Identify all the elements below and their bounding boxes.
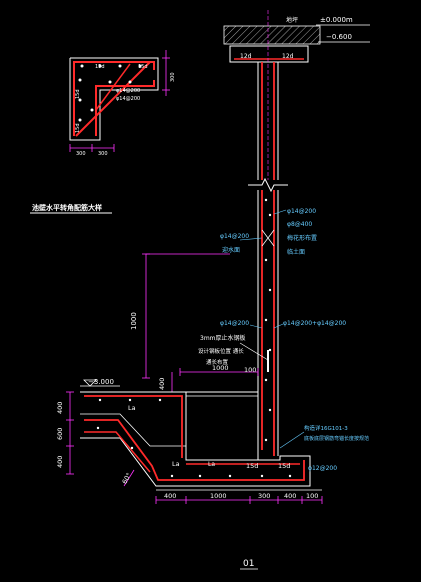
- rebar-left-note: 迎水面: [222, 246, 240, 254]
- dim-1000-mid: 1000: [212, 364, 229, 372]
- elevation-3000-text: −3.000: [88, 378, 114, 386]
- ground-slab-hatch: [223, 25, 321, 45]
- bottom-dim-4: 100: [306, 492, 318, 500]
- bottom-dim-1: 1000: [210, 492, 227, 500]
- anchor-note-leader: [279, 431, 305, 449]
- steel-plate-label: 3mm厚止水钢板: [200, 334, 246, 342]
- anchor-note-1: 构造详16G101-3: [304, 424, 348, 432]
- rebar-top-2: φ8@400: [287, 221, 312, 228]
- dim-1000-vertical: 1000: [130, 312, 138, 330]
- corner-rebar-diag-1: [75, 61, 151, 137]
- corner-label-rebar-2: φ14@200: [116, 96, 140, 102]
- base-rebar-top: [84, 395, 183, 458]
- pit-box: [185, 391, 259, 461]
- rebar-mid-left: φ14@200: [220, 320, 249, 327]
- elevation-neg: −0.600: [326, 33, 352, 41]
- base-outline-upper: [80, 413, 186, 447]
- rebar-top-note-1: 梅花形布置: [287, 234, 317, 242]
- d15-label-1: 15d: [246, 462, 258, 470]
- wall-rebar-dots: [264, 198, 272, 442]
- break-line: [248, 177, 288, 193]
- top-beam: [229, 45, 309, 63]
- elevation-top: ±0.000m: [320, 16, 353, 24]
- leader-top-1: [273, 209, 287, 215]
- leader-mid-left: [249, 324, 263, 329]
- corner-dim-300a: 300: [76, 151, 86, 157]
- corner-dim-right-text: 300: [170, 72, 176, 82]
- corner-label-rebar-1: φ14@200: [116, 88, 140, 94]
- rebar-mid-right: φ14@200+φ14@200: [283, 320, 346, 327]
- dim-400-v2: 400: [56, 456, 64, 468]
- la-label-1: La: [128, 404, 136, 412]
- d15-label-2: 15d: [278, 462, 290, 470]
- elevation-3000-marker: [83, 379, 97, 387]
- angle-leader: [123, 469, 135, 487]
- tie-x-b: [261, 229, 275, 247]
- bottom-dim-3: 400: [284, 492, 296, 500]
- base-rebar-dots: [96, 398, 292, 478]
- anchor-note-2: 底板底层钢筋弯锚长度按规范: [304, 435, 369, 442]
- ground-label: 地坪: [286, 16, 298, 24]
- wall-annotations: φ14@200 φ8@400 梅花形布置 临土面 φ14@200 迎水面 φ14…: [198, 208, 346, 366]
- ground-level: 地坪 ±0.000m −0.600 12d 12d: [223, 10, 370, 180]
- bottom-dim-0: 400: [164, 492, 176, 500]
- dim-400-label: 400: [158, 378, 166, 390]
- corner-label-15d-top2: 15d: [138, 64, 148, 70]
- rebar-top-1: φ14@200: [287, 208, 316, 215]
- dimensions: [66, 253, 323, 504]
- lap-12d-left: 12d: [240, 53, 252, 60]
- vertical-wall: [248, 62, 288, 456]
- la-label-3: La: [208, 461, 215, 468]
- leader-steel-plate: [239, 342, 269, 361]
- corner-label-15d-left: 15d: [75, 89, 81, 99]
- base-rebar-bottom: [84, 419, 305, 481]
- dim-600-v: 600: [56, 428, 64, 440]
- corner-dim-300b: 300: [98, 151, 108, 157]
- dim-400-v1: 400: [56, 402, 64, 414]
- corner-detail: 15d 15d 15d 15d φ14@200 φ14@200 300 300 …: [69, 50, 176, 157]
- base-rebar-label: φ12@200: [308, 465, 337, 472]
- corner-rebar-dots: [78, 64, 142, 122]
- corner-label-15d-top: 15d: [95, 64, 105, 70]
- lap-12d-right: 12d: [282, 53, 294, 60]
- corner-wall-outline: [69, 57, 159, 141]
- bottom-dim-2: 300: [258, 492, 270, 500]
- dim-100: 100: [244, 366, 256, 374]
- base-structure: [80, 391, 322, 491]
- corner-rebar-outer: [73, 61, 155, 136]
- corner-rebar-diag-2: [95, 63, 131, 111]
- leader-mid-right: [273, 323, 284, 329]
- rebar-top-note-2: 临土面: [287, 248, 305, 256]
- elevation-3000: −3.000: [80, 378, 120, 387]
- corner-label-15d-bot: 15d: [75, 123, 81, 133]
- sheet-number: 01: [243, 559, 254, 569]
- rebar-left-1: φ14@200: [220, 233, 249, 240]
- base-rebar-slope: [84, 431, 151, 473]
- la-label-2: La: [172, 460, 180, 468]
- steel-plate-note-2: 通长布置: [206, 358, 229, 366]
- leader-left-1: [239, 237, 263, 241]
- detail-title: 池壁水平转角配筋大样: [32, 203, 102, 212]
- steel-plate-note-1: 设计钢板位置 通长: [198, 347, 244, 355]
